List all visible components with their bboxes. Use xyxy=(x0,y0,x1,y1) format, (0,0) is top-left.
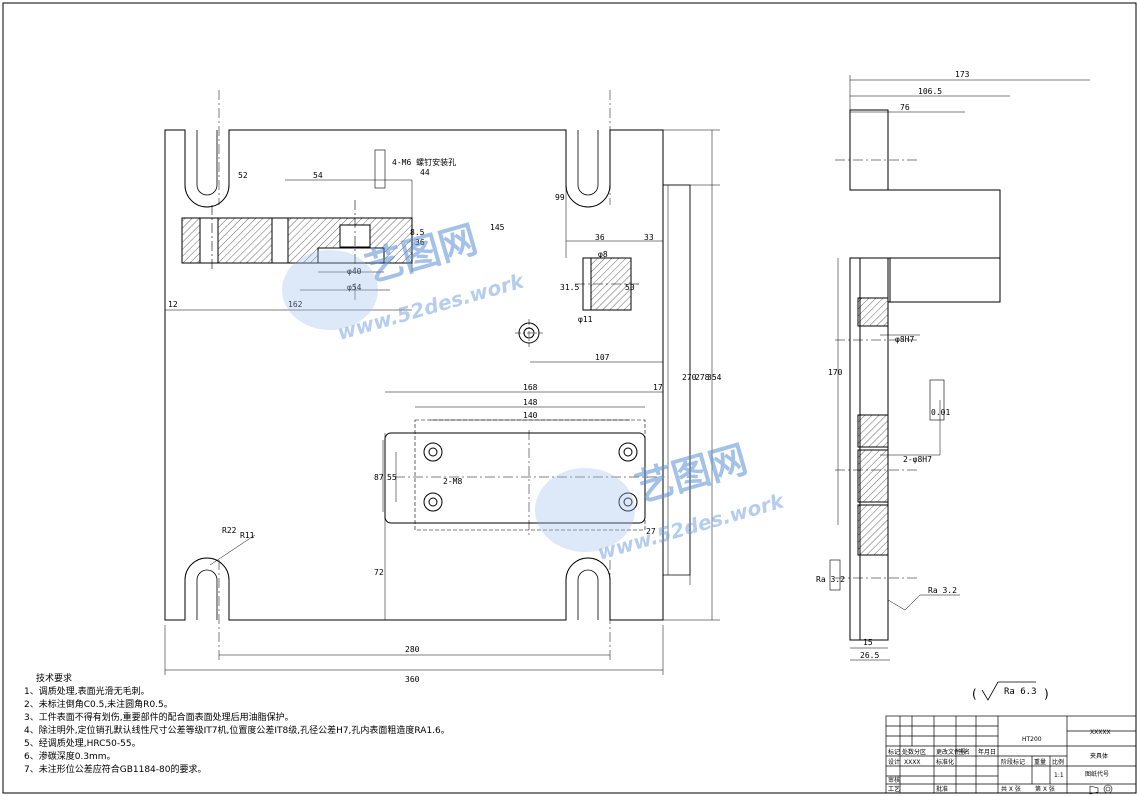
stage-label: 阶段标记 xyxy=(1001,758,1025,766)
dim-278: 278 xyxy=(695,373,710,382)
weight-label: 重量 xyxy=(1034,758,1046,766)
zone-label: 分区 xyxy=(914,748,926,756)
title-block-text: HT200 XXXXX 夹具体 XXXX 1:1 共 X 张 第 X 张 图纸代… xyxy=(888,729,1113,795)
material: HT200 xyxy=(1022,736,1042,743)
dim-2-dia8h7: 2-φ8H7 xyxy=(903,455,932,464)
dim-r22: R22 xyxy=(222,526,237,535)
flatness-value: 0.01 xyxy=(931,408,950,417)
dim-section-width: 162 xyxy=(288,300,303,309)
ratio-label: 比例 xyxy=(1052,758,1064,766)
side-hatch-a xyxy=(857,297,889,327)
ra-3-2-left: Ra 3.2 xyxy=(816,575,845,584)
front-view xyxy=(164,90,720,675)
dim-dia-40: φ40 xyxy=(347,267,362,276)
dim-107: 107 xyxy=(595,353,610,362)
sheet-number: 第 X 张 xyxy=(1035,785,1055,793)
dim-dia-54: φ54 xyxy=(347,283,362,292)
dim-148: 148 xyxy=(523,398,538,407)
svg-text:艺图网: 艺图网 xyxy=(630,437,752,511)
dim-15: 15 xyxy=(863,638,873,647)
svg-text:): ) xyxy=(1044,687,1049,701)
side-hatch-c xyxy=(857,449,889,503)
dim-height-44: 44 xyxy=(420,168,430,177)
side-view xyxy=(829,75,1090,661)
dim-left-offset: 12 xyxy=(168,300,178,309)
tech-item-3: 3、工件表面不得有划伤,重要部件的配合面表面处理后用油脂保护。 xyxy=(24,711,294,723)
dim-8-5: 8.5 xyxy=(410,228,425,237)
dim-173: 173 xyxy=(955,70,970,79)
dim-168: 168 xyxy=(523,383,538,392)
tech-title: 技术要求 xyxy=(36,672,72,684)
scale: 1:1 xyxy=(1054,772,1064,779)
tech-item-4: 4、除注明外,定位销孔默认线性尺寸公差等级IT7机,位置度公差IT8级,孔径公差… xyxy=(24,724,450,736)
front-view-dimensions: 360 280 12 162 52 54 44 φ40 φ54 36 8.5 4… xyxy=(168,157,722,684)
dim-dia-8: φ8 xyxy=(598,250,608,259)
dim-170: 170 xyxy=(828,368,843,377)
tech-item-7: 7、未注形位公差应符合GB1184-80的要求。 xyxy=(24,763,206,775)
change-label: 更改文件号 xyxy=(936,748,966,756)
dim-33: 33 xyxy=(644,233,654,242)
svg-text:(: ( xyxy=(972,687,977,701)
technical-requirements: 技术要求 1、调质处理,表面光滑无毛刺。 2、未标注倒角C0.5,未注圆角R0.… xyxy=(24,672,450,775)
designer: XXXX xyxy=(904,759,920,766)
review-label: 审核 xyxy=(888,776,900,784)
dim-31-5: 31.5 xyxy=(560,283,579,292)
title-block xyxy=(885,715,1137,794)
tech-item-5: 5、经调质处理,HRC50-55。 xyxy=(24,737,141,749)
side-hatch-d xyxy=(857,504,889,556)
dim-2-m8: 2-M8 xyxy=(443,477,462,486)
dim-27: 27 xyxy=(646,527,656,536)
dim-overall-width: 360 xyxy=(405,675,420,684)
dim-72: 72 xyxy=(374,568,384,577)
svg-text:Ra 6.3: Ra 6.3 xyxy=(1004,687,1037,697)
dim-145: 145 xyxy=(490,223,505,232)
tech-item-6: 6、渗碳深度0.3mm。 xyxy=(24,750,116,762)
dim-36-section: 36 xyxy=(415,238,425,247)
dim-270: 270 xyxy=(682,373,697,382)
dim-dia-11: φ11 xyxy=(578,315,593,324)
roughness-symbol: ( Ra 6.3 ) xyxy=(972,681,1049,701)
dim-hole-spacing: 280 xyxy=(405,645,420,654)
dim-36: 36 xyxy=(595,233,605,242)
dim-106-5: 106.5 xyxy=(918,87,942,96)
dim-slot-offset: 54 xyxy=(313,171,323,180)
part-code: XXXXX xyxy=(1090,729,1111,736)
tech-item-1: 1、调质处理,表面光滑无毛刺。 xyxy=(24,685,150,697)
dim-slot-width: 52 xyxy=(238,171,248,180)
dim-87: 87 xyxy=(374,473,384,482)
watermark-2: 艺图网 www.52des.work xyxy=(535,437,788,565)
tech-item-2: 2、未标注倒角C0.5,未注圆角R0.5。 xyxy=(24,698,173,710)
projection-symbol-icon xyxy=(1089,784,1113,795)
dim-354: 354 xyxy=(707,373,722,382)
side-hatch-b xyxy=(857,414,889,448)
dim-50: 50 xyxy=(625,283,635,292)
sign-label: 签名 xyxy=(958,748,970,756)
process-label: 工艺 xyxy=(888,785,900,793)
std-label: 标准化 xyxy=(936,758,954,766)
dim-99: 99 xyxy=(555,193,565,202)
side-view-dimensions: 173 106.5 76 170 φ8H7 2-φ8H7 15 26.5 Ra … xyxy=(816,70,970,660)
count-label: 处数 xyxy=(902,748,914,756)
dim-55: 55 xyxy=(387,473,397,482)
part-name: 夹具体 xyxy=(1090,752,1108,760)
ra-3-2-right: Ra 3.2 xyxy=(928,586,957,595)
vertical-note: 4-M6 螺钉安装孔 xyxy=(392,157,456,167)
design-label: 设计 xyxy=(888,758,900,766)
mark-label: 标记 xyxy=(888,748,900,756)
approve-label: 批准 xyxy=(936,785,948,793)
date-label: 年月日 xyxy=(978,748,996,756)
dim-dia8h7: φ8H7 xyxy=(895,335,914,344)
dim-17: 17 xyxy=(653,383,663,392)
dim-26-5: 26.5 xyxy=(860,651,879,660)
dim-140: 140 xyxy=(523,411,538,420)
drawing-no-label: 图纸代号 xyxy=(1085,770,1109,778)
dim-76: 76 xyxy=(900,103,910,112)
sheet-total: 共 X 张 xyxy=(1001,785,1021,793)
dim-r11: R11 xyxy=(240,531,255,540)
